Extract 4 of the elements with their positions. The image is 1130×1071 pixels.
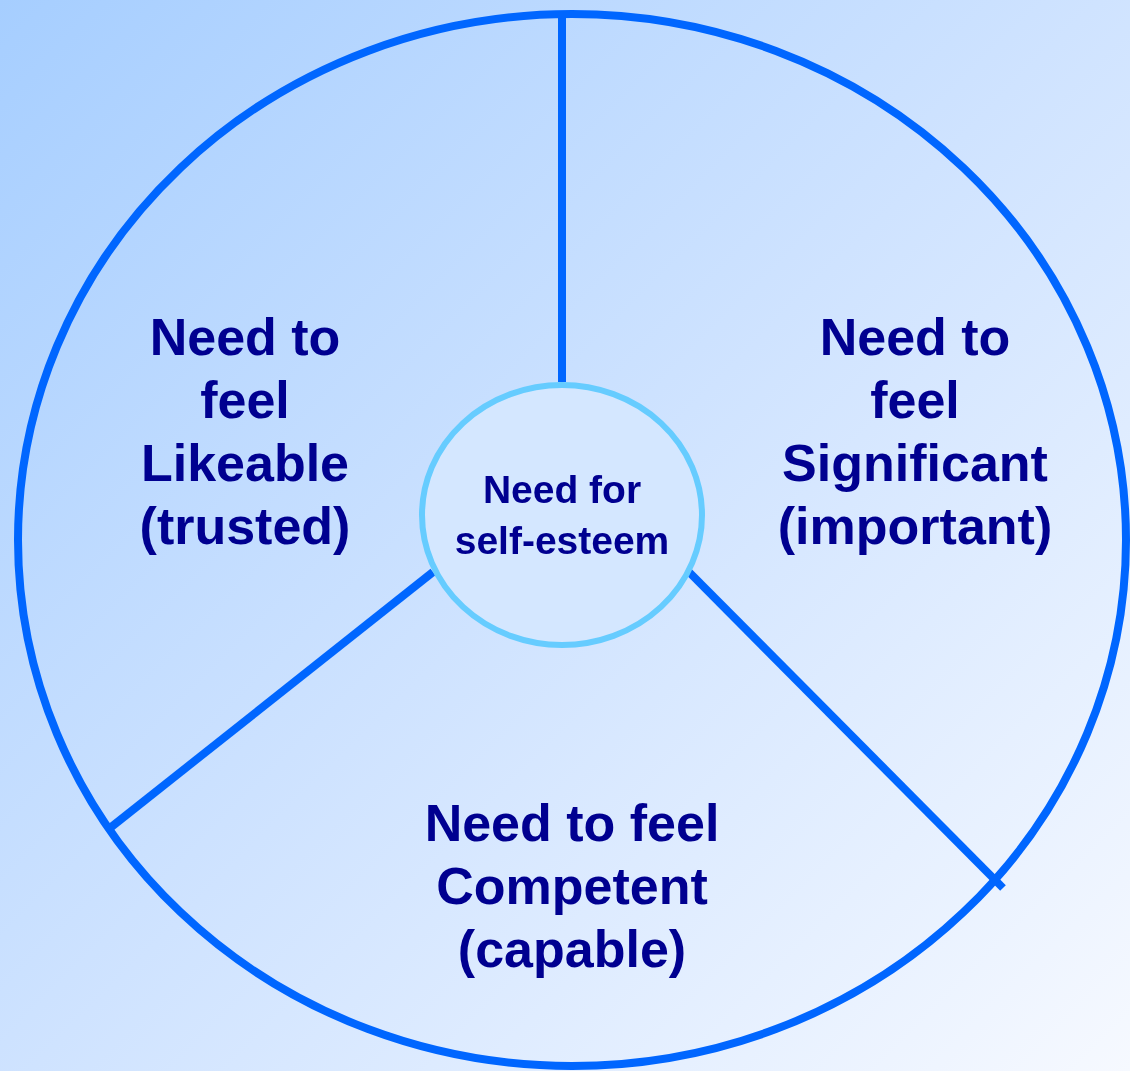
center-label: Need for self-esteem [453, 467, 671, 564]
segment-label: Need to feel Likeable (trusted) [138, 307, 352, 557]
segment-label: Need to feel Competent (capable) [423, 793, 721, 980]
segment-label: Need to feel Significant (important) [776, 307, 1054, 557]
